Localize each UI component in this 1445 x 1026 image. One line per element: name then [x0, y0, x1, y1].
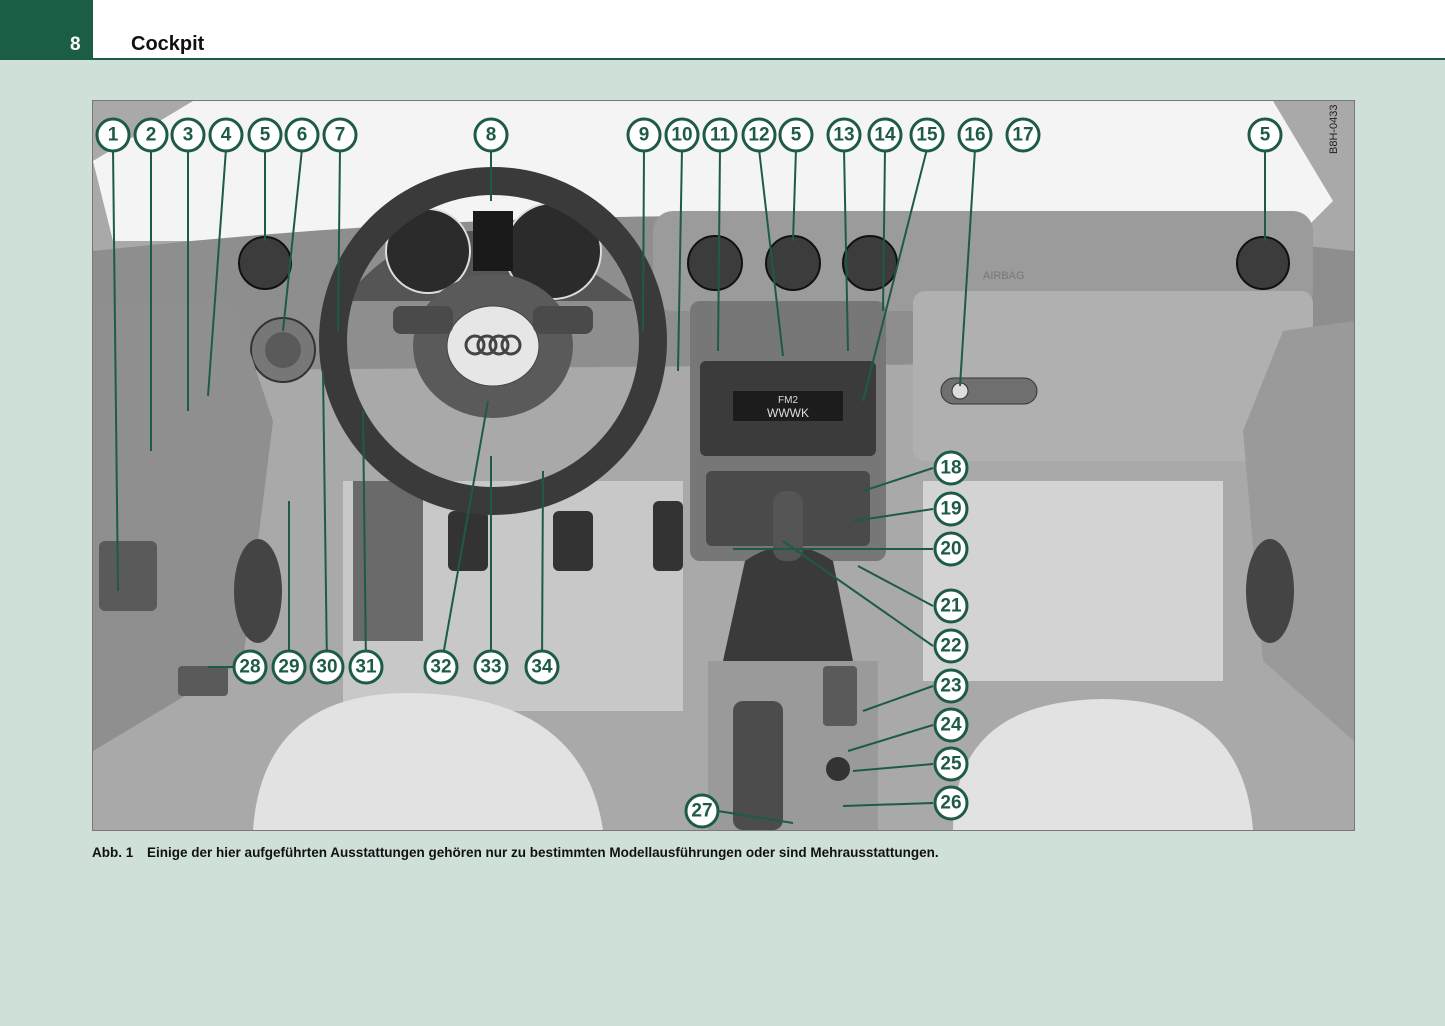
svg-text:9: 9	[639, 125, 650, 146]
svg-text:23: 23	[940, 676, 961, 697]
callout-5c: 5	[1247, 117, 1283, 153]
airbag-label: AIRBAG	[983, 270, 1025, 282]
page-header: 8 Cockpit	[0, 0, 1445, 60]
callout-26: 26	[933, 785, 969, 821]
callout-5: 5	[247, 117, 283, 153]
callout-31: 31	[348, 649, 384, 685]
callout-24: 24	[933, 707, 969, 743]
figure-caption: Abb. 1 Einige der hier aufgeführten Auss…	[92, 845, 1353, 860]
svg-text:20: 20	[940, 539, 961, 560]
cockpit-figure: FM2 WWWK	[92, 100, 1355, 831]
callout-34: 34	[524, 649, 560, 685]
svg-text:7: 7	[335, 125, 346, 146]
svg-text:3: 3	[183, 125, 194, 146]
svg-text:27: 27	[691, 801, 712, 822]
callout-6: 6	[284, 117, 320, 153]
header-divider	[93, 58, 1445, 60]
svg-text:26: 26	[940, 793, 961, 814]
svg-text:1: 1	[108, 125, 119, 146]
svg-text:28: 28	[239, 657, 260, 678]
caption-label: Abb. 1	[92, 845, 134, 860]
callout-14: 14	[867, 117, 903, 153]
callout-21: 21	[933, 588, 969, 624]
callout-9: 9	[626, 117, 662, 153]
svg-text:11: 11	[710, 125, 731, 146]
svg-text:14: 14	[874, 125, 896, 146]
radio-station-text: WWWK	[767, 406, 809, 420]
svg-text:25: 25	[940, 754, 962, 775]
callout-22: 22	[933, 628, 969, 664]
svg-text:16: 16	[964, 125, 985, 146]
svg-text:13: 13	[833, 125, 854, 146]
svg-text:34: 34	[531, 657, 553, 678]
callout-16: 16	[957, 117, 993, 153]
svg-text:24: 24	[940, 715, 962, 736]
svg-text:5: 5	[1260, 125, 1271, 146]
callout-7: 7	[322, 117, 358, 153]
svg-text:8: 8	[486, 125, 497, 146]
page-number-tab: 8	[0, 0, 93, 60]
svg-text:33: 33	[480, 657, 501, 678]
callout-23: 23	[933, 668, 969, 704]
page-number: 8	[70, 34, 81, 55]
callout-32: 32	[423, 649, 459, 685]
callout-4: 4	[208, 117, 244, 153]
callout-12: 12	[741, 117, 777, 153]
figure-id-label: B8H-0433	[1328, 104, 1340, 154]
section-title: Cockpit	[131, 33, 205, 55]
callout-30: 30	[309, 649, 345, 685]
callout-18: 18	[933, 450, 969, 486]
callout-33: 33	[473, 649, 509, 685]
callout-13: 13	[826, 117, 862, 153]
svg-text:30: 30	[316, 657, 337, 678]
svg-text:22: 22	[940, 636, 961, 657]
svg-text:5: 5	[791, 125, 802, 146]
callout-8: 8	[473, 117, 509, 153]
svg-text:15: 15	[916, 125, 938, 146]
svg-text:32: 32	[430, 657, 451, 678]
svg-text:10: 10	[671, 125, 692, 146]
callout-5b: 5	[778, 117, 814, 153]
svg-text:31: 31	[355, 657, 377, 678]
callout-20: 20	[933, 531, 969, 567]
svg-text:5: 5	[260, 125, 271, 146]
svg-text:4: 4	[221, 125, 232, 146]
svg-text:6: 6	[297, 125, 308, 146]
svg-text:19: 19	[940, 499, 961, 520]
svg-text:29: 29	[278, 657, 299, 678]
callout-11: 11	[702, 117, 738, 153]
radio-display-text: FM2	[778, 395, 798, 406]
callout-25: 25	[933, 746, 969, 782]
callout-1: 1	[95, 117, 131, 153]
svg-text:21: 21	[940, 596, 962, 617]
callout-3: 3	[170, 117, 206, 153]
callout-28: 28	[232, 649, 268, 685]
callout-27: 27	[684, 793, 720, 829]
caption-text: Einige der hier aufgeführten Ausstattung…	[147, 845, 939, 860]
cockpit-illustration: FM2 WWWK	[93, 101, 1354, 830]
callout-15: 15	[909, 117, 945, 153]
callout-19: 19	[933, 491, 969, 527]
svg-text:17: 17	[1012, 125, 1033, 146]
callout-17: 17	[1005, 117, 1041, 153]
svg-text:2: 2	[146, 125, 157, 146]
callout-29: 29	[271, 649, 307, 685]
callout-10: 10	[664, 117, 700, 153]
callout-2: 2	[133, 117, 169, 153]
svg-text:18: 18	[940, 458, 961, 479]
svg-text:12: 12	[748, 125, 769, 146]
